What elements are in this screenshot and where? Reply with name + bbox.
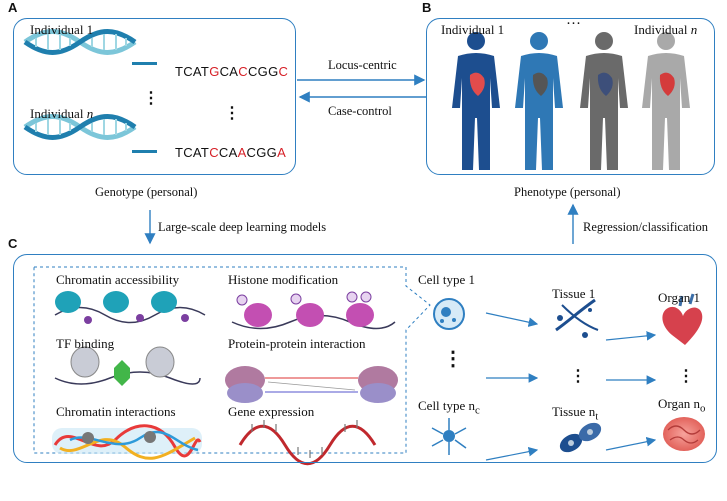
gene-expression-icon: [238, 420, 377, 466]
cell-icon: [433, 298, 465, 330]
neuron-cell-icon: [431, 418, 467, 455]
variant-base: C: [209, 145, 219, 160]
genotype-individual-1-label: Individual 1: [30, 22, 94, 37]
cell-tissue-arrow: [485, 446, 539, 461]
panel-a-box: [13, 18, 296, 175]
dna-helix-icon: [23, 29, 157, 65]
person-figure-icon: [580, 32, 628, 170]
sequence-segment: CGG: [246, 145, 278, 160]
tf-binding-label: TF binding: [56, 336, 115, 351]
vertical-ellipsis: ⋮: [678, 368, 694, 385]
sequence-segment: CGG: [247, 64, 279, 79]
sequence-individual-n: TCATCCAACGGA: [175, 145, 286, 160]
genotype-individual-n-label: Individual n: [30, 106, 94, 121]
brain-icon: [663, 417, 705, 451]
phenotype-caption: Phenotype (personal): [514, 185, 621, 199]
vertical-ellipsis: ⋮: [443, 348, 463, 370]
sequence-individual-1: TCATGCACCGGC: [175, 64, 288, 79]
variant-base: C: [278, 64, 289, 79]
cell-type-n-label: Cell type nc: [418, 398, 480, 417]
variant-base: G: [209, 64, 220, 79]
tissue-1-label: Tissue 1: [552, 286, 596, 301]
panel-c-box: [13, 254, 717, 463]
cell-type-1-label: Cell type 1: [418, 272, 476, 287]
sequence-segment: CA: [219, 64, 239, 79]
organ-n-label: Organ no: [658, 396, 706, 415]
vertical-ellipsis: ⋮: [143, 90, 159, 107]
dna-helix-icon: [23, 114, 157, 153]
phenotype-individual-1-label: Individual 1: [441, 22, 505, 37]
person-figure-icon: [642, 32, 690, 170]
tissue-organ-arrow: [605, 436, 657, 451]
gene-expression-label: Gene expression: [228, 404, 315, 419]
organ-1-label: Organ 1: [658, 290, 701, 305]
deep-learning-label: Large-scale deep learning models: [158, 220, 327, 234]
cell-tissue-arrow: [485, 312, 539, 327]
heart-icon: [662, 293, 703, 345]
variant-base: C: [238, 64, 248, 79]
tissue-icon: [555, 298, 599, 338]
person-figure-icon: [515, 32, 563, 170]
regression-label: Regression/classification: [583, 220, 708, 234]
sequence-segment: TCAT: [175, 64, 210, 79]
tissue-organ-arrow: [605, 331, 657, 341]
sequence-segment: TCAT: [175, 145, 210, 160]
protein-interaction-icon: [225, 366, 398, 403]
variant-base: A: [277, 145, 287, 160]
genotype-caption: Genotype (personal): [95, 185, 198, 199]
vertical-ellipsis: ⋮: [224, 105, 240, 122]
tf-binding-icon: [54, 346, 201, 386]
horizontal-ellipsis: ···: [566, 16, 581, 32]
tissue-n-label: Tissue nt: [552, 404, 599, 423]
phenotype-individual-n-label: Individual n: [634, 22, 698, 37]
histone-modification-label: Histone modification: [228, 272, 339, 287]
vertical-ellipsis: ⋮: [570, 368, 586, 385]
chromatin-accessibility-icon: [54, 291, 206, 324]
chromatin-interactions-icon: [52, 424, 202, 460]
panel-b-box: [426, 18, 715, 175]
tissue-icon: [559, 422, 602, 453]
ppi-label: Protein-protein interaction: [228, 336, 366, 351]
variant-base: A: [237, 145, 247, 160]
case-control-label: Case-control: [328, 104, 392, 118]
histone-modification-icon: [231, 291, 396, 330]
panel-label-a: A: [8, 0, 18, 15]
panel-label-c: C: [8, 236, 18, 251]
locus-centric-label: Locus-centric: [328, 58, 397, 72]
person-figure-icon: [452, 32, 500, 170]
chromatin-accessibility-label: Chromatin accessibility: [56, 272, 180, 287]
sequence-segment: CA: [218, 145, 238, 160]
panel-label-b: B: [422, 0, 432, 15]
chromatin-interactions-label: Chromatin interactions: [56, 404, 176, 419]
